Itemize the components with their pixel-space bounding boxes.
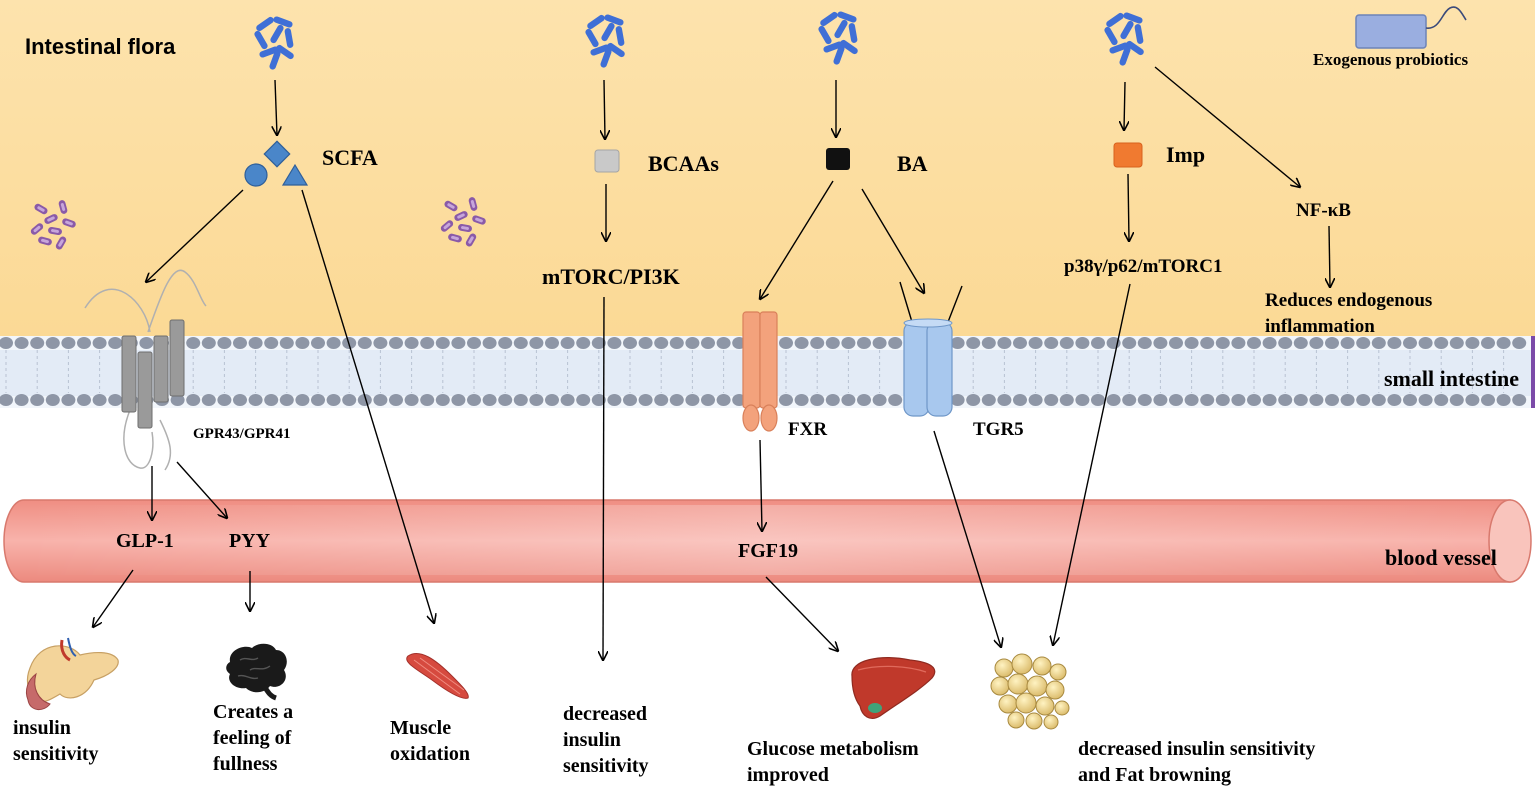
gpr43-gpr41-receptor xyxy=(84,269,207,471)
glp1-label: GLP-1 xyxy=(116,530,174,552)
insulin-sensitivity-label: insulin sensitivity xyxy=(13,717,99,765)
pathway-arrows xyxy=(93,66,1330,660)
decreased-insulin-label: decreased insulin sensitivity xyxy=(563,703,649,777)
mtorc-pi3k-label: mTORC/PI3K xyxy=(542,264,680,289)
scfa-symbols xyxy=(244,140,309,187)
blood-vessel-tube xyxy=(3,499,1532,583)
imp-label: Imp xyxy=(1166,142,1206,167)
scfa-label: SCFA xyxy=(322,145,378,170)
p38-pathway-label: p38γ/p62/mTORC1 xyxy=(1064,256,1223,277)
exogenous-probiotics-label: Exogenous probiotics xyxy=(1313,50,1469,69)
tgr5-receptor xyxy=(899,281,963,417)
pyy-label: PYY xyxy=(229,530,271,552)
bcaas-symbol xyxy=(594,149,620,173)
fat-browning-label: decreased insulin sensitivity and Fat br… xyxy=(1078,738,1316,786)
ba-symbol xyxy=(826,148,850,170)
probiotic-capsule-icon xyxy=(1355,6,1467,49)
fullness-label: Creates a feeling of fullness xyxy=(213,701,294,775)
intestinal-flora-label: Intestinal flora xyxy=(25,34,176,59)
blood-vessel-label: blood vessel xyxy=(1385,545,1497,570)
tgr5-label: TGR5 xyxy=(973,419,1024,440)
fxr-label: FXR xyxy=(788,419,828,440)
liver-icon xyxy=(851,657,936,719)
reduces-inflammation-label: Reduces endogenous inflammation xyxy=(1265,290,1433,337)
muscle-icon xyxy=(406,653,469,699)
muscle-oxidation-label: Muscle oxidation xyxy=(390,717,471,765)
fgf19-label: FGF19 xyxy=(738,540,798,562)
imp-symbol xyxy=(1113,142,1143,168)
nfkb-label: NF-κB xyxy=(1296,200,1351,221)
gpr43-gpr41-label: GPR43/GPR41 xyxy=(193,426,291,442)
ba-label: BA xyxy=(897,151,928,176)
bcaas-label: BCAAs xyxy=(648,151,719,176)
small-intestine-label: small intestine xyxy=(1384,366,1520,391)
pancreas-icon xyxy=(25,637,119,710)
fat-cells-icon xyxy=(990,653,1070,730)
fxr-receptor xyxy=(742,311,778,432)
glucose-metabolism-label: Glucose metabolism improved xyxy=(747,738,919,786)
brain-icon xyxy=(226,643,287,701)
